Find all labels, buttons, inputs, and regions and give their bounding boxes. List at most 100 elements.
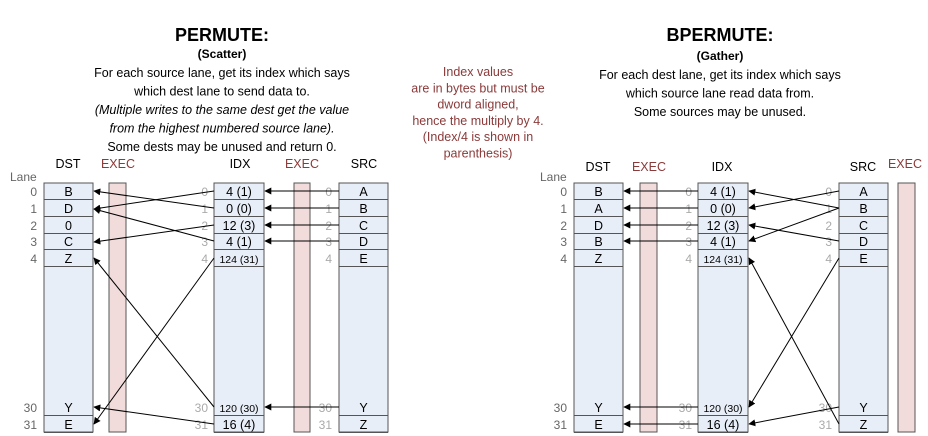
lane-number: 30 (554, 401, 568, 415)
src-cell: Y (359, 401, 368, 415)
note-line: parenthesis) (444, 147, 513, 161)
dst-cell: 0 (65, 219, 72, 233)
idx-cell: 4 (1) (226, 185, 252, 199)
exec-header: EXEC (632, 160, 666, 174)
ghost-lane-number: 1 (201, 202, 208, 216)
note-line: dword aligned, (437, 98, 518, 112)
ghost-lane-number: 3 (201, 235, 208, 249)
idx-header: IDX (712, 160, 734, 174)
ghost-lane-number: 0 (325, 185, 332, 199)
dst-cell: Y (594, 401, 603, 415)
exec-header: EXEC (888, 157, 922, 171)
lane-number: 4 (30, 252, 37, 266)
exec-column (293, 182, 311, 433)
src-cell: A (359, 185, 368, 199)
ghost-lane-number: 31 (195, 418, 209, 432)
src-header: SRC (351, 157, 377, 171)
note-line: hence the multiply by 4. (412, 114, 543, 128)
permute-description-line: For each source lane, get its index whic… (94, 66, 350, 80)
src-cell: Z (360, 418, 368, 432)
lane-number: 31 (24, 418, 38, 432)
lane-number: 0 (560, 185, 567, 199)
ghost-lane-number: 1 (685, 202, 692, 216)
ghost-lane-number: 2 (685, 219, 692, 233)
lane-header: Lane (10, 170, 37, 184)
ghost-lane-number: 30 (319, 401, 333, 415)
idx-cell: 4 (1) (710, 185, 736, 199)
exec-column (897, 182, 916, 433)
ghost-lane-number: 31 (819, 418, 833, 432)
src-cell: E (859, 252, 867, 266)
src-cell: B (359, 202, 367, 216)
lane-number: 2 (30, 219, 37, 233)
permute-description-line: Some dests may be unused and return 0. (107, 140, 336, 154)
ghost-lane-number: 0 (685, 185, 692, 199)
dst-cell: A (594, 202, 603, 216)
exec-header: EXEC (101, 157, 135, 171)
src-cell: E (359, 252, 367, 266)
idx-cell: 0 (0) (226, 202, 252, 216)
lane-number: 30 (24, 401, 38, 415)
src-cell: C (859, 219, 868, 233)
bpermute-arrows (623, 187, 840, 428)
lane-number: 3 (30, 235, 37, 249)
exec-column (108, 182, 127, 433)
ghost-lane-number: 1 (825, 202, 832, 216)
note-line: are in bytes but must be (411, 81, 544, 95)
dst-header: DST (56, 157, 81, 171)
note-line: (Index/4 is shown in (423, 130, 534, 144)
ghost-lane-number: 3 (825, 235, 832, 249)
dst-cell: B (64, 185, 72, 199)
lane-number: 4 (560, 252, 567, 266)
exec-column (639, 182, 658, 433)
dst-header: DST (586, 160, 611, 174)
bpermute-description-line: Some sources may be unused. (634, 105, 806, 119)
permute-title: PERMUTE: (175, 25, 269, 45)
ghost-lane-number: 4 (825, 252, 832, 266)
note-line: Index values (443, 65, 513, 79)
idx-cell: 124 (31) (703, 254, 742, 266)
permute-description-line: from the highest numbered source lane). (109, 122, 334, 136)
src-cell: A (859, 185, 868, 199)
dst-cell: C (64, 235, 73, 249)
dst-cell: D (594, 219, 603, 233)
lane-number: 3 (560, 235, 567, 249)
lane-number: 31 (554, 418, 568, 432)
idx-cell: 120 (30) (219, 403, 258, 415)
dst-cell: Y (64, 401, 73, 415)
ghost-lane-number: 30 (195, 401, 209, 415)
ghost-lane-number: 4 (325, 252, 332, 266)
lane-number: 1 (560, 202, 567, 216)
index-note: Index values are in bytes but must be dwor… (411, 65, 544, 161)
bpermute-subtitle: (Gather) (697, 49, 744, 63)
ghost-lane-number: 1 (325, 202, 332, 216)
ghost-lane-number: 4 (685, 252, 692, 266)
idx-cell: 120 (30) (703, 403, 742, 415)
idx-cell: 4 (1) (710, 235, 736, 249)
src-cell: Z (860, 418, 868, 432)
lane-number: 2 (560, 219, 567, 233)
src-cell: Y (859, 401, 868, 415)
permute-description-line: which dest lane to send data to. (133, 85, 310, 99)
lane-number: 0 (30, 185, 37, 199)
idx-cell: 16 (4) (707, 418, 740, 432)
dst-cell: B (594, 185, 602, 199)
idx-cell: 16 (4) (223, 418, 256, 432)
ghost-lane-number: 30 (819, 401, 833, 415)
bpermute-description-line: which source lane read data from. (625, 87, 814, 101)
ghost-lane-number: 2 (201, 219, 208, 233)
dst-cell: E (594, 418, 602, 432)
ghost-lane-number: 31 (319, 418, 333, 432)
ghost-lane-number: 31 (679, 418, 693, 432)
src-column (338, 182, 389, 433)
ghost-lane-number: 3 (685, 235, 692, 249)
src-cell: B (859, 202, 867, 216)
idx-cell: 12 (3) (707, 219, 740, 233)
dst-cell: Z (65, 252, 73, 266)
exec-header: EXEC (285, 157, 319, 171)
permute-arrows (93, 187, 339, 425)
permute-description-line: (Multiple writes to the same dest get th… (95, 103, 349, 117)
